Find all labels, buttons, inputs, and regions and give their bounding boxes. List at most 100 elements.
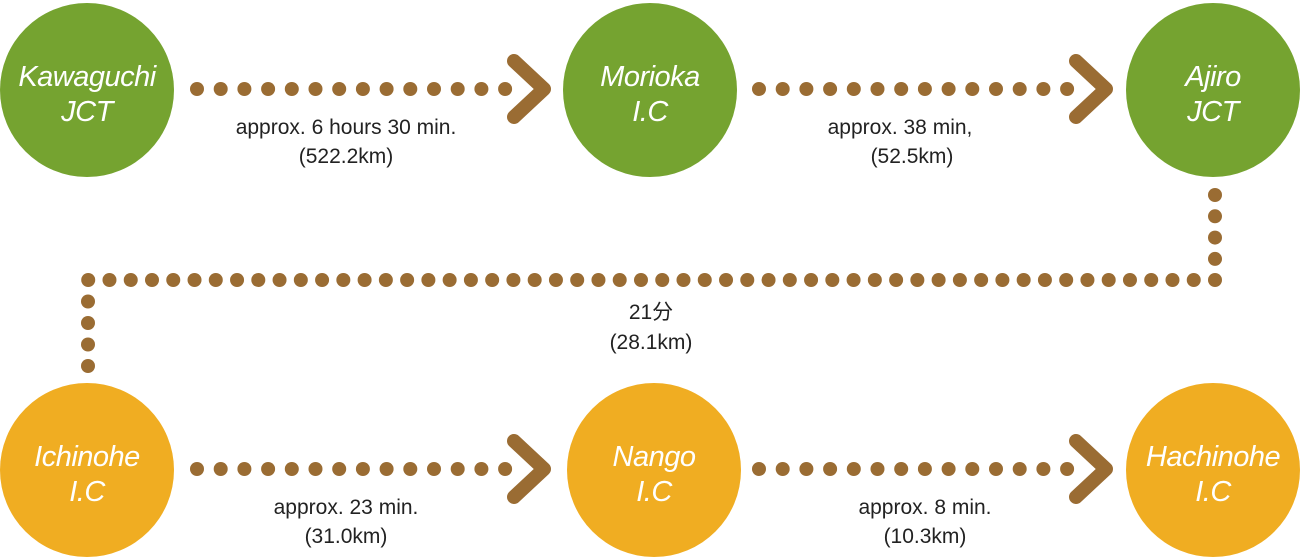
connector-dot: [1060, 82, 1075, 96]
leg-label-ichinohe-nango: approx. 23 min. (31.0km): [274, 496, 419, 548]
leg-distance: (52.5km): [871, 145, 954, 168]
connector-dot: [846, 82, 861, 96]
connector-dot: [752, 462, 766, 476]
connector-dot: [355, 462, 370, 476]
connector-dot: [870, 82, 885, 96]
connector-dot: [1037, 273, 1052, 287]
connector-dot: [403, 82, 418, 96]
connector-dot: [775, 462, 790, 476]
connector-dot: [752, 82, 766, 96]
connector-dot: [284, 82, 299, 96]
connector-dot: [378, 273, 393, 287]
connector-dot: [261, 82, 276, 96]
connector-dot: [145, 273, 159, 287]
connector-dot: [272, 273, 287, 287]
connector-dot: [81, 359, 95, 373]
connector-dot: [965, 462, 980, 476]
connector-dot: [284, 462, 299, 476]
chevron-right-icon: [1069, 434, 1113, 504]
node-ajiro-jct: Ajiro JCT: [1126, 3, 1300, 177]
connector-dot: [917, 462, 932, 476]
connector-dot: [251, 273, 266, 287]
connector-dot: [775, 82, 790, 96]
connector-dot: [190, 462, 204, 476]
leg-label-kawaguchi-morioka: approx. 6 hours 30 min. (522.2km): [236, 116, 457, 168]
connector-dot: [697, 273, 712, 287]
leg-distance: (31.0km): [305, 525, 388, 548]
connector-dot: [591, 273, 606, 287]
connector-dot: [719, 273, 734, 287]
node-type: I.C: [636, 476, 673, 508]
node-type: I.C: [69, 476, 106, 508]
connector-dot: [379, 462, 394, 476]
node-circle: [0, 383, 174, 557]
connector-dot: [190, 82, 204, 96]
connector-dot: [450, 462, 465, 476]
leg-time: approx. 6 hours 30 min.: [236, 116, 457, 139]
node-type: I.C: [1195, 476, 1232, 508]
connector-dot: [506, 273, 521, 287]
connector-dot: [952, 273, 967, 287]
connector-dot: [308, 462, 323, 476]
connector-dot: [427, 82, 441, 96]
connector-dot: [799, 82, 814, 96]
connector-dot: [1122, 273, 1137, 287]
node-hachinohe-ic: Hachinohe I.C: [1126, 383, 1300, 557]
leg-label-morioka-ajiro: approx. 38 min, (52.5km): [828, 116, 973, 168]
connector-dot: [336, 273, 351, 287]
chevron-right-icon: [1069, 54, 1113, 124]
node-name: Ajiro: [1183, 61, 1241, 93]
connector-dot: [332, 82, 347, 96]
connector-dot: [355, 82, 370, 96]
connector-dot: [230, 273, 245, 287]
connector-dot: [261, 462, 276, 476]
leg-time: approx. 23 min.: [274, 496, 419, 519]
node-ichinohe-ic: Ichinohe I.C: [0, 383, 174, 557]
connector-dot: [974, 273, 989, 287]
connector-dot: [941, 82, 956, 96]
connector-dot: [315, 273, 330, 287]
connector-dot: [804, 273, 819, 287]
connector-dot: [989, 82, 1003, 96]
connector-dot: [421, 273, 436, 287]
node-name: Kawaguchi: [18, 61, 157, 93]
connector-dot: [237, 462, 252, 476]
connector-dot: [1036, 462, 1051, 476]
connector-dot: [293, 273, 308, 287]
connector-dot: [1080, 273, 1095, 287]
connector-dot: [823, 82, 838, 96]
connector-dot: [867, 273, 882, 287]
connector-dot: [889, 273, 904, 287]
leg-label-ajiro-ichinohe: 21分 (28.1km): [610, 301, 693, 354]
chevron-right-icon: [507, 54, 551, 124]
connector-dot: [237, 82, 252, 96]
connector-dot: [123, 273, 138, 287]
connector-dot: [213, 82, 228, 96]
connector-dot: [332, 462, 347, 476]
connector-dot: [427, 462, 441, 476]
node-type: I.C: [632, 96, 669, 128]
leg-distance: (28.1km): [610, 331, 693, 354]
node-circle: [1126, 383, 1300, 557]
chevron-right-icon: [507, 434, 551, 504]
connector-dot: [463, 273, 478, 287]
connector-dot: [474, 462, 489, 476]
node-nango-ic: Nango I.C: [567, 383, 741, 557]
connector-dot: [941, 462, 956, 476]
node-name: Nango: [613, 441, 696, 473]
node-circle: [1126, 3, 1300, 177]
connector-dot: [870, 462, 885, 476]
connector-dot: [917, 82, 932, 96]
connector-dot: [846, 462, 861, 476]
connector-dot: [1208, 273, 1222, 287]
connector-dot: [1165, 273, 1180, 287]
connector-dot: [81, 273, 96, 287]
connector-dot: [498, 462, 513, 476]
connector-dot: [442, 273, 457, 287]
connector-dot: [187, 273, 202, 287]
connector-dot: [740, 273, 755, 287]
connector-dot: [825, 273, 840, 287]
connector-dot: [1012, 462, 1027, 476]
connector-dot: [308, 82, 323, 96]
